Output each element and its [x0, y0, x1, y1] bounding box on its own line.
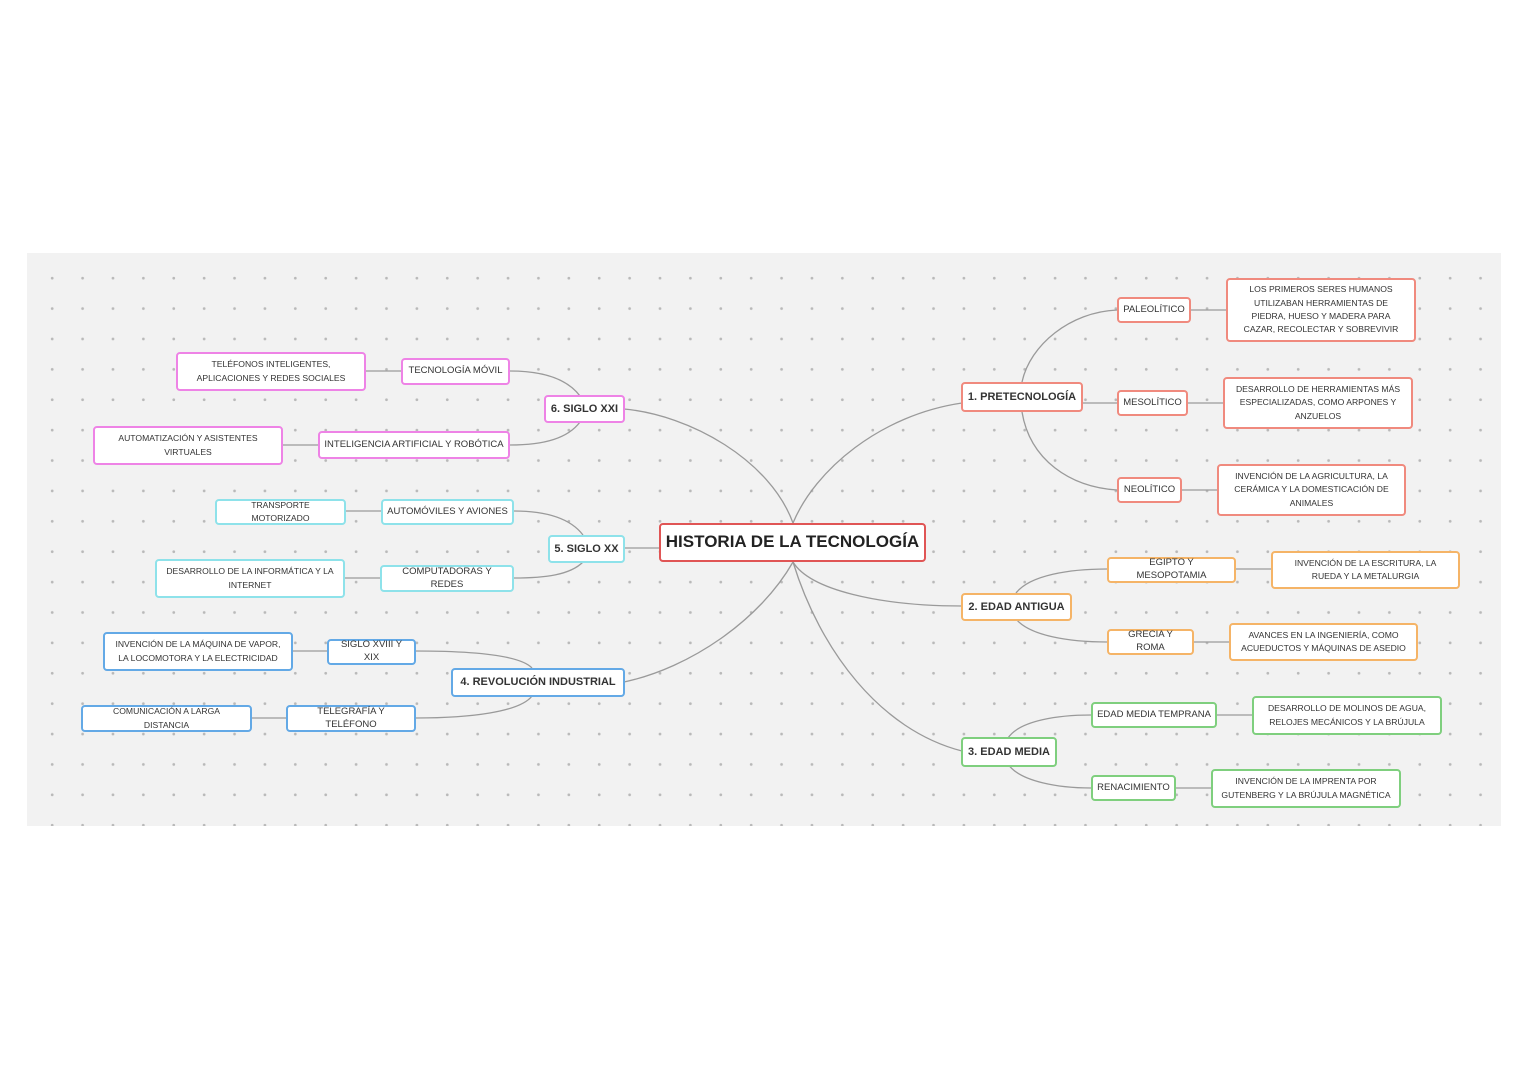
branch-edad-antigua[interactable]: 2. EDAD ANTIGUA	[961, 593, 1072, 621]
center-node[interactable]: HISTORIA DE LA TECNOLOGÍA	[659, 523, 926, 562]
detail-edad-media-temprana[interactable]: DESARROLLO DE MOLINOS DE AGUA, RELOJES M…	[1252, 696, 1442, 735]
detail-tecnologia-movil[interactable]: TELÉFONOS INTELIGENTES, APLICACIONES Y R…	[176, 352, 366, 391]
detail-computadoras-redes[interactable]: DESARROLLO DE LA INFORMÁTICA Y LA INTERN…	[155, 559, 345, 598]
branch-pretecnologia[interactable]: 1. PRETECNOLOGÍA	[961, 382, 1083, 412]
detail-automoviles-aviones[interactable]: TRANSPORTE MOTORIZADO	[215, 499, 346, 525]
topic-neolitico[interactable]: NEOLÍTICO	[1117, 477, 1182, 503]
topic-computadoras-redes[interactable]: COMPUTADORAS Y REDES	[380, 565, 514, 592]
detail-renacimiento[interactable]: INVENCIÓN DE LA IMPRENTA POR GUTENBERG Y…	[1211, 769, 1401, 808]
detail-inteligencia-artificial[interactable]: AUTOMATIZACIÓN Y ASISTENTES VIRTUALES	[93, 426, 283, 465]
detail-telegrafia-telefono[interactable]: COMUNICACIÓN A LARGA DISTANCIA	[81, 705, 252, 732]
detail-egipto-mesopotamia[interactable]: INVENCIÓN DE LA ESCRITURA, LA RUEDA Y LA…	[1271, 551, 1460, 589]
detail-paleolitico[interactable]: LOS PRIMEROS SERES HUMANOS UTILIZABAN HE…	[1226, 278, 1416, 342]
topic-mesolitico[interactable]: MESOLÍTICO	[1117, 390, 1188, 416]
detail-siglo-xviii-xix[interactable]: INVENCIÓN DE LA MÁQUINA DE VAPOR, LA LOC…	[103, 632, 293, 671]
topic-telegrafia-telefono[interactable]: TELEGRAFÍA Y TELÉFONO	[286, 705, 416, 732]
topic-inteligencia-artificial[interactable]: INTELIGENCIA ARTIFICIAL Y ROBÓTICA	[318, 431, 510, 459]
detail-mesolitico[interactable]: DESARROLLO DE HERRAMIENTAS MÁS ESPECIALI…	[1223, 377, 1413, 429]
topic-renacimiento[interactable]: RENACIMIENTO	[1091, 775, 1176, 801]
topic-grecia-roma[interactable]: GRECIA Y ROMA	[1107, 629, 1194, 655]
topic-tecnologia-movil[interactable]: TECNOLOGÍA MÓVIL	[401, 358, 510, 385]
branch-revolucion-industrial[interactable]: 4. REVOLUCIÓN INDUSTRIAL	[451, 668, 625, 697]
branch-siglo-xx[interactable]: 5. SIGLO XX	[548, 535, 625, 563]
branch-siglo-xxi[interactable]: 6. SIGLO XXI	[544, 395, 625, 423]
detail-neolitico[interactable]: INVENCIÓN DE LA AGRICULTURA, LA CERÁMICA…	[1217, 464, 1406, 516]
detail-grecia-roma[interactable]: AVANCES EN LA INGENIERÍA, COMO ACUEDUCTO…	[1229, 623, 1418, 661]
topic-siglo-xviii-xix[interactable]: SIGLO XVIII Y XIX	[327, 639, 416, 665]
topic-paleolitico[interactable]: PALEOLÍTICO	[1117, 297, 1191, 323]
topic-egipto-mesopotamia[interactable]: EGIPTO Y MESOPOTAMIA	[1107, 557, 1236, 583]
branch-edad-media[interactable]: 3. EDAD MEDIA	[961, 737, 1057, 767]
topic-automoviles-aviones[interactable]: AUTOMÓVILES Y AVIONES	[381, 499, 514, 525]
topic-edad-media-temprana[interactable]: EDAD MEDIA TEMPRANA	[1091, 702, 1217, 728]
